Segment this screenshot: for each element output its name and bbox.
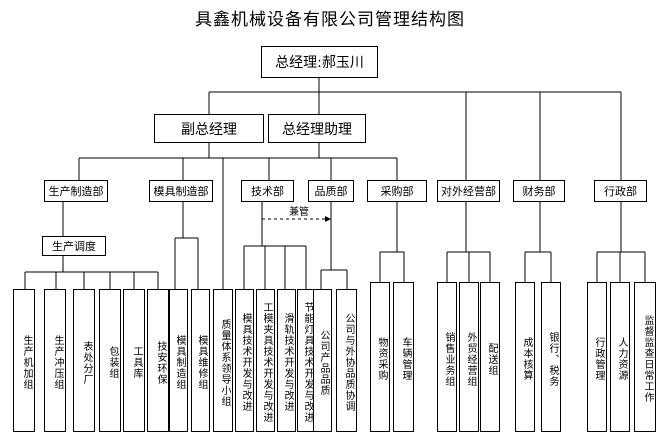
unit-sales: 销售业务组	[437, 282, 457, 432]
unit-rail-tech: 滑轨技术开发与改进	[277, 289, 296, 432]
unit-hr: 人力资源	[610, 282, 630, 432]
unit-partner-quality: 公司与外协品质协调	[336, 289, 357, 432]
dept-mold: 模具制造部	[149, 180, 213, 202]
unit-material-purchase: 物资采购	[370, 282, 390, 432]
unit-delivery: 配送组	[480, 282, 500, 432]
unit-fixture-tech: 工模夹具技术开发与改进	[256, 289, 275, 432]
unit-prod-machining: 生产机加组	[13, 289, 35, 432]
unit-mold-repair: 模具维修组	[191, 289, 210, 432]
unit-bank-tax: 银行、税务	[541, 282, 561, 432]
deputy-gm-box: 副总经理	[154, 114, 264, 143]
unit-packaging: 包装组	[99, 289, 121, 432]
assistant-gm-box: 总经理助理	[268, 114, 366, 143]
dept-production: 生产制造部	[44, 180, 108, 202]
chart-title: 具鑫机械设备有限公司管理结构图	[195, 10, 465, 30]
unit-mold-tech: 模具技术开发与改进	[235, 289, 254, 432]
unit-prod-stamping: 生产冲压组	[44, 289, 66, 432]
supervise-label: 兼管	[289, 207, 309, 218]
unit-surface-treat: 表处分厂	[73, 289, 95, 432]
unit-vehicle-mgmt: 车辆管理	[393, 282, 414, 432]
unit-mold-making: 模具制造组	[169, 289, 188, 432]
dept-external: 对外经营部	[437, 180, 500, 202]
unit-admin-mgmt: 行政管理	[587, 282, 607, 432]
unit-tool-room: 工具库	[123, 289, 145, 432]
unit-product-quality: 公司产品品质	[313, 289, 332, 432]
dept-purchase: 采购部	[367, 180, 427, 202]
unit-quality-system: 质量体系领导小组	[213, 289, 233, 432]
unit-cost-accounting: 成本核算	[515, 282, 535, 432]
unit-safety-env: 技安环保	[147, 289, 169, 432]
unit-foreign-trade: 外贸经营组	[459, 282, 479, 432]
dept-finance: 财务部	[513, 180, 565, 202]
unit-supervision: 监督监查日常工作	[634, 282, 656, 432]
dept-quality: 品质部	[308, 180, 354, 202]
general-manager-box: 总经理:郝玉川	[261, 46, 378, 78]
dept-admin: 行政部	[594, 180, 647, 202]
production-dispatch-box: 生产调度	[42, 236, 106, 256]
dept-tech: 技术部	[241, 180, 294, 202]
